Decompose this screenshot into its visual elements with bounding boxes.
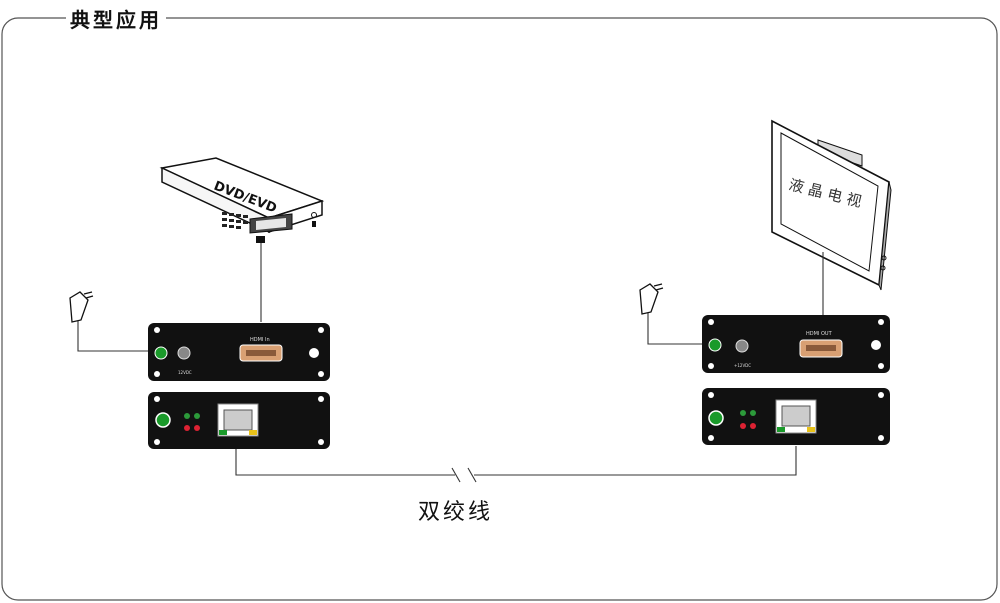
transmitter-hdmi-panel: HDMI In 12VDC: [148, 323, 330, 381]
section-title: 典型应用: [66, 4, 166, 33]
lcd-monitor: 液 晶 电 视: [771, 119, 892, 291]
receiver-rj45-panel: [702, 388, 890, 445]
receiver-hdmi-panel: HDMI OUT +12VDC: [702, 315, 890, 373]
rx-hdmi-label: HDMI OUT: [806, 331, 833, 337]
connection-lines: [77, 243, 824, 483]
power-adapter-left: [69, 291, 94, 323]
power-adapter-right: [639, 283, 664, 315]
dvd-player: DVD/EVD: [159, 157, 325, 243]
tx-hdmi-label: HDMI In: [250, 337, 270, 343]
transmitter-rj45-panel: [148, 392, 330, 449]
outer-frame: [1, 17, 998, 601]
rx-power-label: +12VDC: [734, 363, 751, 368]
tx-power-label: 12VDC: [178, 370, 192, 375]
cable-label: 双绞线: [418, 500, 494, 525]
